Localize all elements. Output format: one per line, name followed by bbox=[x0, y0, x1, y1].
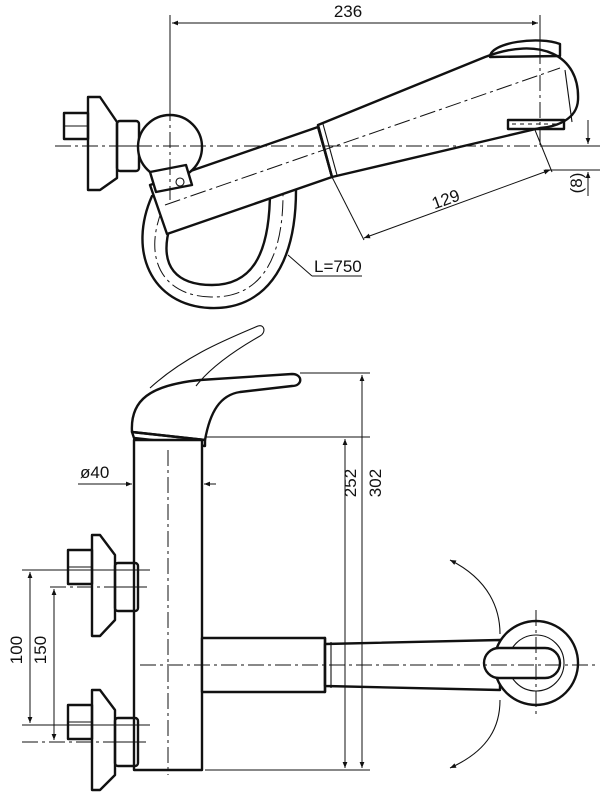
dim-diameter: ø40 bbox=[78, 463, 216, 487]
top-wall-mount bbox=[62, 95, 141, 192]
dim-label-8: (8) bbox=[567, 173, 586, 194]
dim-236: 236 bbox=[169, 2, 541, 110]
top-view: 236 129 (8) L=750 bbox=[55, 2, 600, 310]
faucet-body bbox=[132, 438, 204, 775]
front-view: ø40 252 302 100 150 bbox=[7, 325, 595, 792]
dim-spacing: 100 150 bbox=[7, 572, 57, 740]
front-spout bbox=[140, 559, 595, 769]
dim-label-100: 100 bbox=[7, 636, 26, 664]
dim-label-hose: L=750 bbox=[314, 257, 362, 276]
front-wall-mount-upper bbox=[66, 533, 140, 638]
dim-label-129: 129 bbox=[429, 186, 462, 214]
dim-label-150: 150 bbox=[31, 636, 50, 664]
dim-label-diameter: ø40 bbox=[80, 463, 109, 482]
dim-8: (8) bbox=[540, 120, 600, 196]
front-wall-mount-lower bbox=[66, 688, 140, 792]
lever-handle bbox=[130, 325, 302, 448]
dim-label-302: 302 bbox=[366, 469, 385, 497]
dim-label-252: 252 bbox=[341, 469, 360, 497]
hose-length-callout: L=750 bbox=[287, 254, 362, 277]
dim-heights: 252 302 bbox=[205, 372, 385, 771]
hose-loop bbox=[141, 188, 298, 310]
dim-label-236: 236 bbox=[334, 2, 362, 21]
top-spout-arm bbox=[148, 39, 580, 236]
